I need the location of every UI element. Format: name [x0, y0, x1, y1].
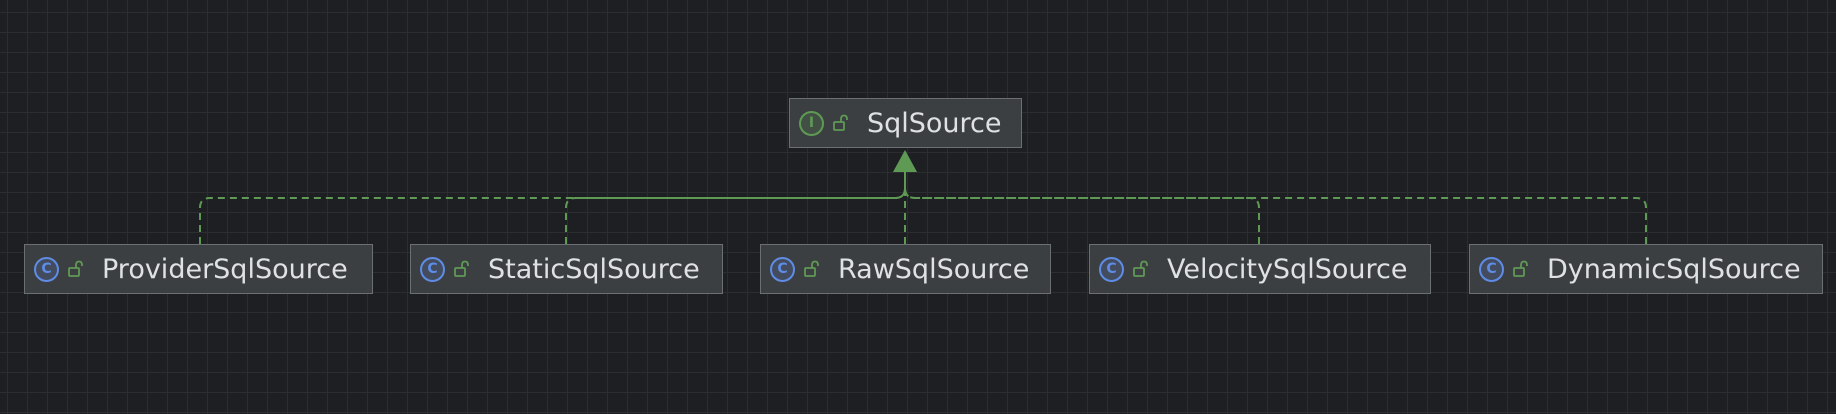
class-name: DynamicSqlSource [1547, 253, 1801, 285]
class-icon: C [34, 256, 59, 282]
edge-velocitysqlsource [904, 168, 1260, 244]
class-icon: C [770, 256, 795, 282]
interface-node-sqlsource[interactable]: I SqlSource [789, 98, 1022, 148]
public-lock-icon [833, 114, 848, 131]
class-name: RawSqlSource [838, 253, 1030, 285]
class-name: ProviderSqlSource [102, 253, 348, 285]
class-icon: C [1479, 256, 1504, 282]
implements-arrowhead [893, 150, 917, 172]
class-node-staticsqlsource[interactable]: C StaticSqlSource [410, 244, 723, 294]
edge-dynamicsqlsource [904, 168, 1647, 244]
public-lock-icon [68, 260, 83, 277]
class-node-velocitysqlsource[interactable]: C VelocitySqlSource [1089, 244, 1431, 294]
public-lock-icon [454, 260, 469, 277]
class-name: VelocitySqlSource [1167, 253, 1408, 285]
interface-name: SqlSource [867, 107, 1002, 139]
class-icon: C [1099, 256, 1124, 282]
public-lock-icon [804, 260, 819, 277]
class-node-dynamicsqlsource[interactable]: C DynamicSqlSource [1469, 244, 1823, 294]
edge-staticsqlsource [565, 168, 906, 244]
public-lock-icon [1133, 260, 1148, 277]
class-node-rawsqlsource[interactable]: C RawSqlSource [760, 244, 1051, 294]
public-lock-icon [1513, 260, 1528, 277]
class-node-providersqlsource[interactable]: C ProviderSqlSource [24, 244, 373, 294]
interface-icon: I [799, 110, 824, 136]
edge-providersqlsource [199, 168, 906, 244]
class-name: StaticSqlSource [488, 253, 700, 285]
class-icon: C [420, 256, 445, 282]
